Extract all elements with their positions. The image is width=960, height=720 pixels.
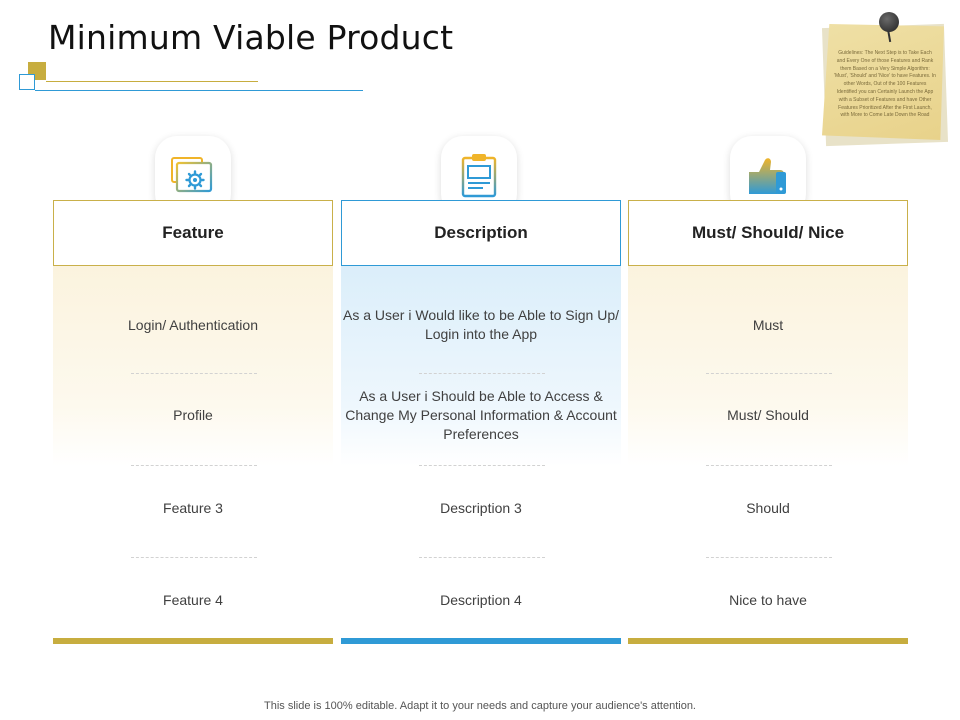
note-text: Guidelines: The Next Step is to Take Eac… [834, 50, 936, 119]
row-separator [419, 373, 545, 374]
table-cell: Should [746, 500, 790, 516]
column-bottom-bar [53, 638, 333, 644]
title-decoration-blue-square [19, 74, 35, 90]
table-cell: Profile [173, 407, 213, 423]
table-cell: As a User i Would like to be Able to Sig… [343, 307, 619, 342]
feature-header: Feature [53, 200, 333, 266]
table-cell: Feature 3 [163, 500, 223, 516]
note-paper [822, 24, 944, 140]
row-separator [419, 465, 545, 466]
description-column: Description As a User i Would like to be… [341, 136, 621, 644]
table-cell: Description 4 [440, 592, 522, 608]
row-separator [706, 557, 832, 558]
table-cell: As a User i Should be Able to Access & C… [345, 388, 617, 442]
description-header: Description [341, 200, 621, 266]
row-separator [706, 373, 832, 374]
column-background [628, 266, 908, 466]
feature-column: Feature Login/ Authentication Profile Fe… [53, 136, 333, 644]
pushpin-icon [879, 12, 899, 32]
row-separator [419, 557, 545, 558]
column-bottom-bar [628, 638, 908, 644]
row-separator [131, 373, 257, 374]
footer-note: This slide is 100% editable. Adapt it to… [264, 700, 696, 712]
priority-header: Must/ Should/ Nice [628, 200, 908, 266]
table-cell: Feature 4 [163, 592, 223, 608]
table-cell: Description 3 [440, 500, 522, 516]
row-separator [131, 557, 257, 558]
row-separator [131, 465, 257, 466]
row-separator [706, 465, 832, 466]
table-cell: Nice to have [729, 592, 807, 608]
table-cell: Must/ Should [727, 407, 809, 423]
title-decoration-gold-line [46, 81, 258, 82]
priority-column: Must/ Should/ Nice Must Must/ Should Sho… [628, 136, 908, 644]
page-title: Minimum Viable Product [48, 18, 454, 57]
title-decoration-blue-line [35, 90, 363, 91]
column-background [341, 266, 621, 466]
column-background [53, 266, 333, 466]
table-cell: Login/ Authentication [128, 317, 258, 333]
column-bottom-bar [341, 638, 621, 644]
guidelines-sticky-note: Guidelines: The Next Step is to Take Eac… [820, 12, 949, 147]
table-cell: Must [752, 317, 784, 333]
